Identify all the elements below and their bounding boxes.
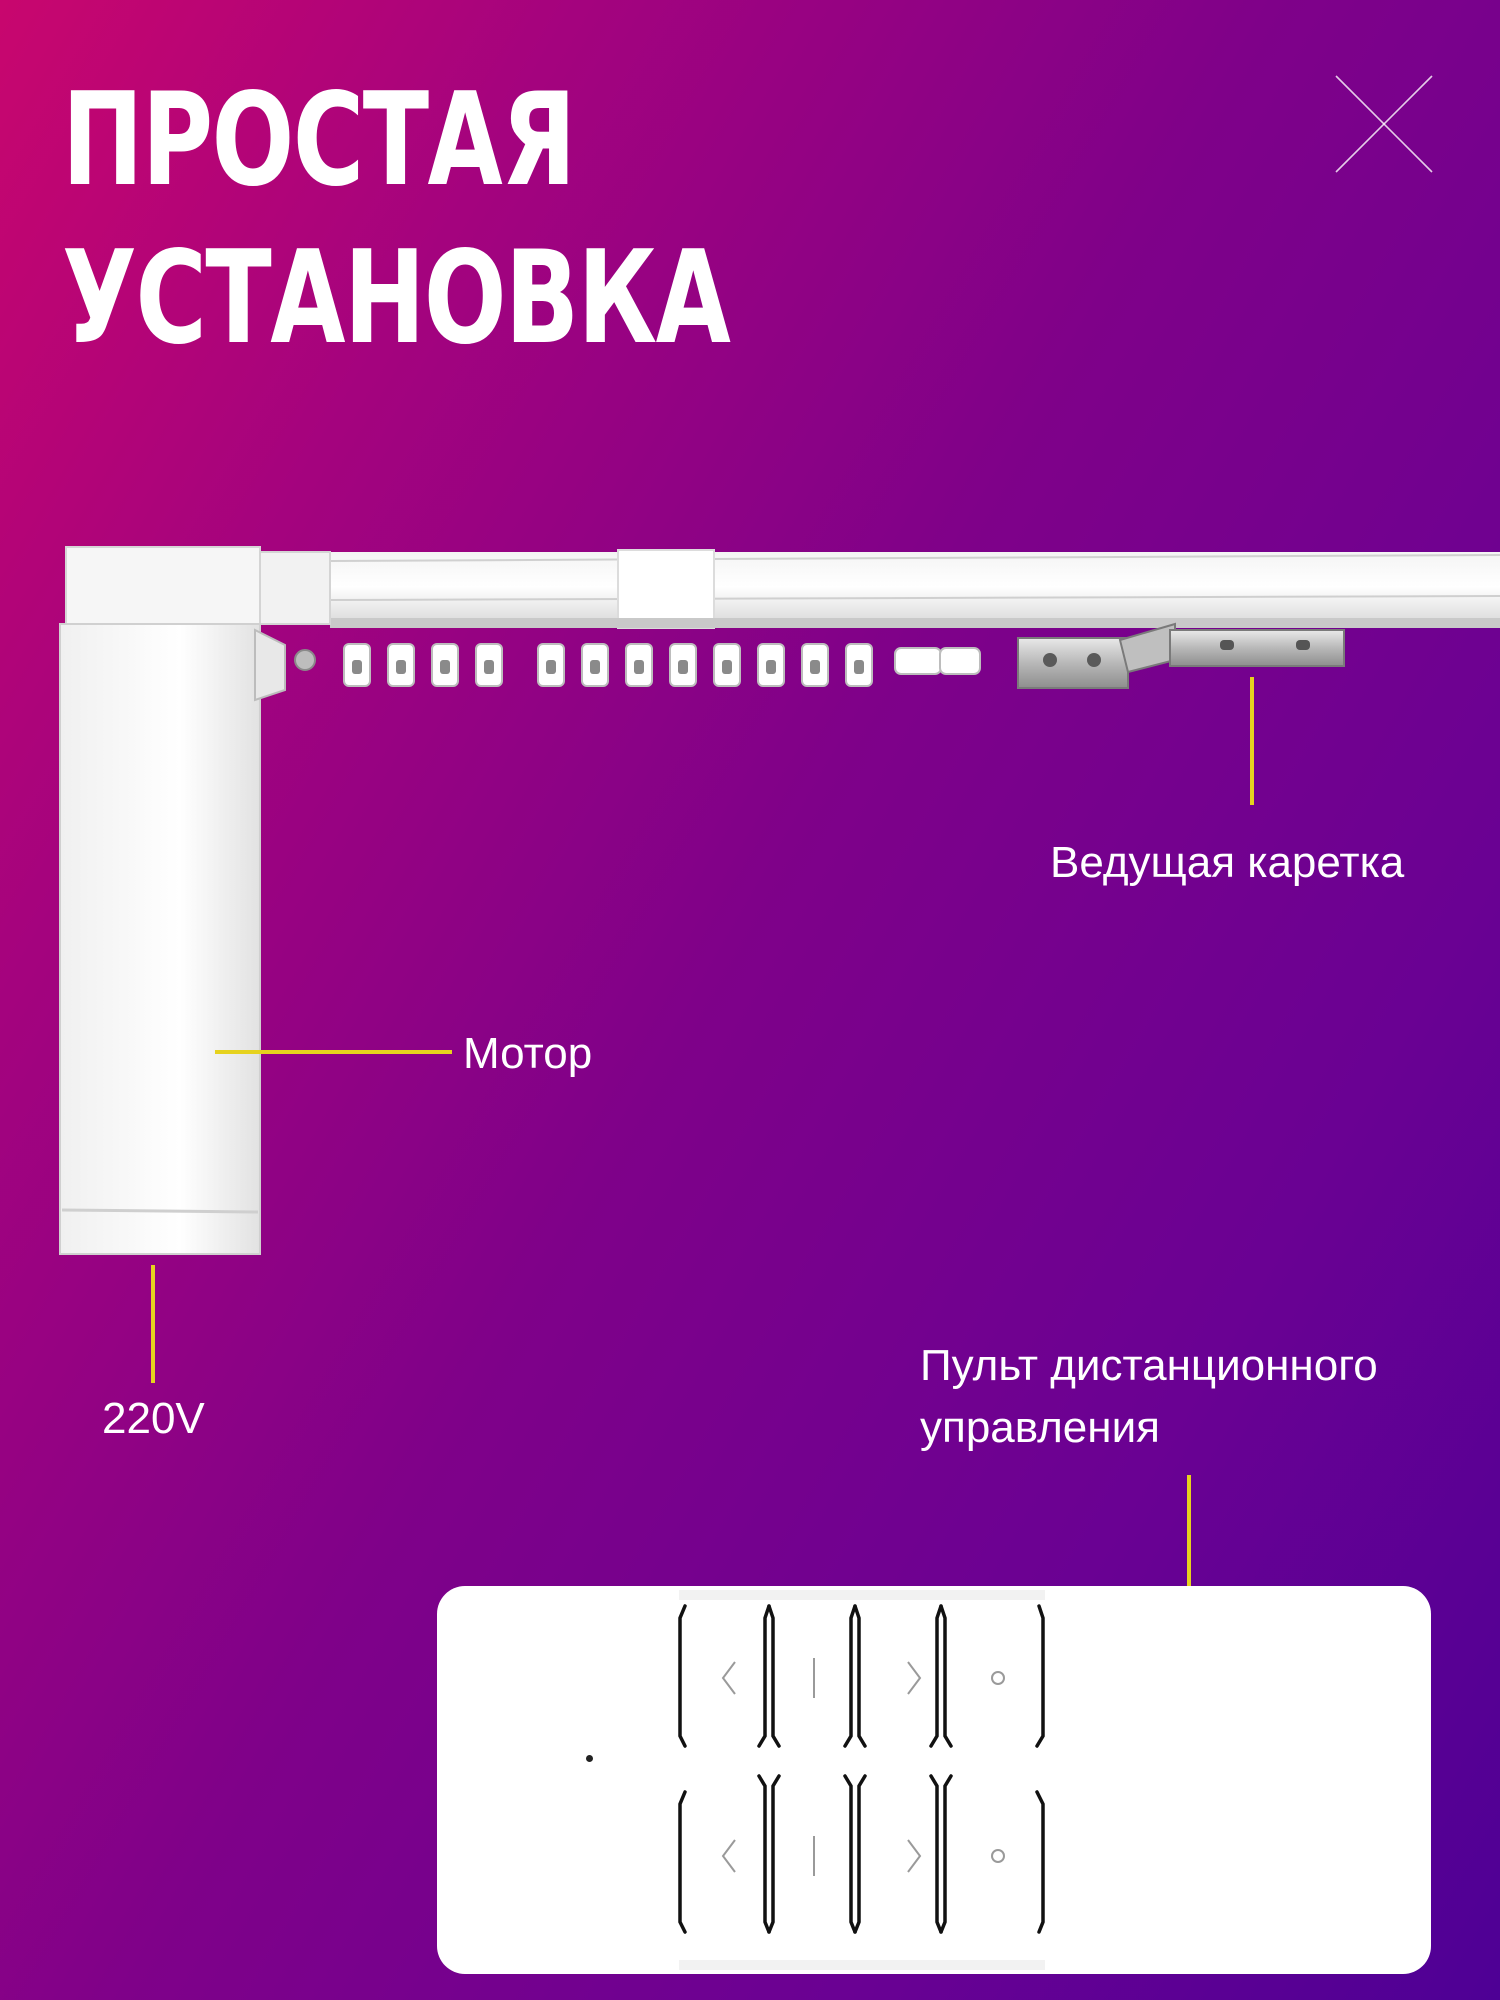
chevron-left-icon[interactable] [719, 1658, 739, 1698]
lead-carriage [1017, 622, 1345, 689]
motor-leader-line [215, 1050, 452, 1054]
carriage-leader-line [1250, 677, 1254, 805]
curtain-motor [59, 546, 331, 1255]
remote-label: Пульт дистанционного управления [920, 1335, 1378, 1459]
circle-icon[interactable] [988, 1668, 1008, 1688]
power-leader-line [151, 1265, 155, 1383]
remote-button-panel [678, 1590, 1045, 1970]
remote-label-line-1: Пульт дистанционного [920, 1341, 1378, 1390]
chevron-right-icon[interactable] [904, 1658, 924, 1698]
chevron-left-icon[interactable] [719, 1836, 739, 1876]
carriage-label: Ведущая каретка [1050, 838, 1405, 887]
circle-icon[interactable] [988, 1846, 1008, 1866]
page-title: ПРОСТАЯ УСТАНОВКА [62, 62, 731, 378]
curtain-motor-illustration [59, 546, 1500, 1255]
close-icon[interactable] [1334, 74, 1434, 174]
title-line-2: УСТАНОВКА [62, 224, 731, 373]
remote-control [437, 1586, 1431, 1974]
chevron-right-icon[interactable] [904, 1836, 924, 1876]
stop-bar-icon[interactable] [809, 1656, 819, 1700]
remote-leader-line [1187, 1475, 1191, 1675]
curtain-rail [329, 549, 1500, 629]
curtain-gliders [343, 643, 981, 687]
motor-label: Мотор [463, 1029, 593, 1078]
remote-label-line-2: управления [920, 1403, 1160, 1452]
stop-bar-icon[interactable] [809, 1834, 819, 1878]
title-line-1: ПРОСТАЯ [62, 66, 576, 215]
led-indicator [586, 1755, 593, 1762]
power-label: 220V [102, 1394, 205, 1443]
